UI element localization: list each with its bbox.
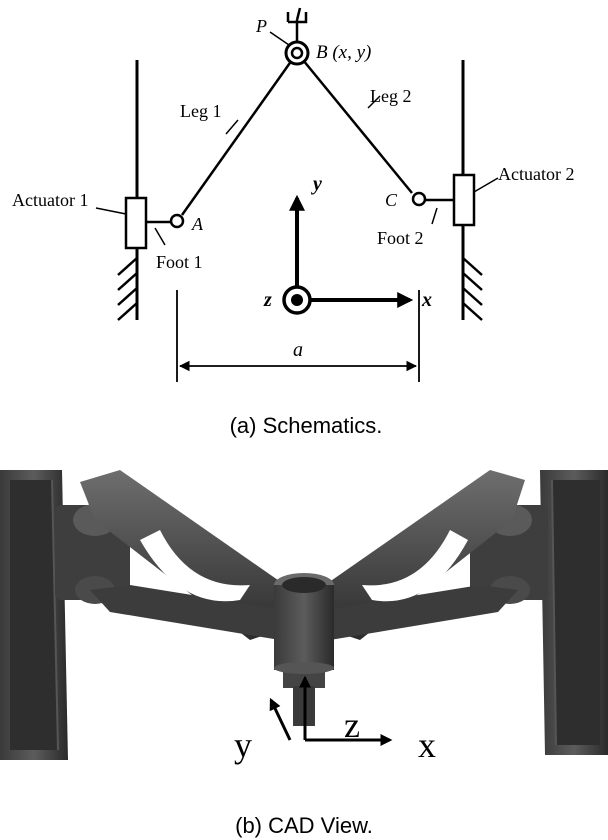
right-ground-hatch [462,257,483,321]
cad-view: y z x (b) CAD View. [0,468,608,838]
schematic-diagram: P B (x, y) Leg 1 Leg 2 Actuator 1 Actuat… [12,7,574,438]
cad-leg-2 [325,470,525,640]
cad-label-x: x [418,725,436,765]
cad-left-rail [0,470,68,760]
cad-coordinate-frame [269,675,393,746]
label-leg-2: Leg 2 [370,86,411,106]
cad-y-axis-arrow [269,697,292,741]
label-foot-1: Foot 1 [156,252,203,272]
caption-cad-view: (b) CAD View. [235,813,373,838]
joint-a [169,213,185,229]
label-x-axis: x [421,289,432,311]
schematic-coordinate-frame [282,194,414,315]
label-foot-2: Foot 2 [377,228,424,248]
label-actuator-2: Actuator 2 [498,164,574,184]
dimension-a [176,290,420,382]
label-leg-1: Leg 1 [180,101,221,121]
z-axis-symbol [282,285,312,315]
label-p: P [255,16,267,36]
label-c-point: C [385,190,398,210]
left-ground-hatch [117,257,138,321]
cad-label-z: z [344,705,360,745]
end-effector-p-icon [286,7,308,42]
cad-leg-1 [80,470,285,640]
actuator-1-block [124,196,148,250]
cad-label-y: y [234,725,252,765]
label-y-axis: y [311,173,322,195]
left-rail [117,60,139,321]
caption-schematics: (a) Schematics. [230,413,383,438]
joint-b [284,40,310,66]
actuator-2-block [452,173,476,227]
leg-1-line [180,59,294,216]
cad-right-rail [540,470,608,755]
label-z-axis: z [263,289,272,311]
label-a-point: A [191,214,204,234]
joint-c [411,191,427,207]
label-dimension-a: a [293,339,303,361]
label-b: B (x, y) [316,42,371,63]
leg-2-line [302,59,413,194]
leader-lines [95,31,499,246]
label-actuator-1: Actuator 1 [12,190,88,210]
cad-end-effector [274,573,334,726]
